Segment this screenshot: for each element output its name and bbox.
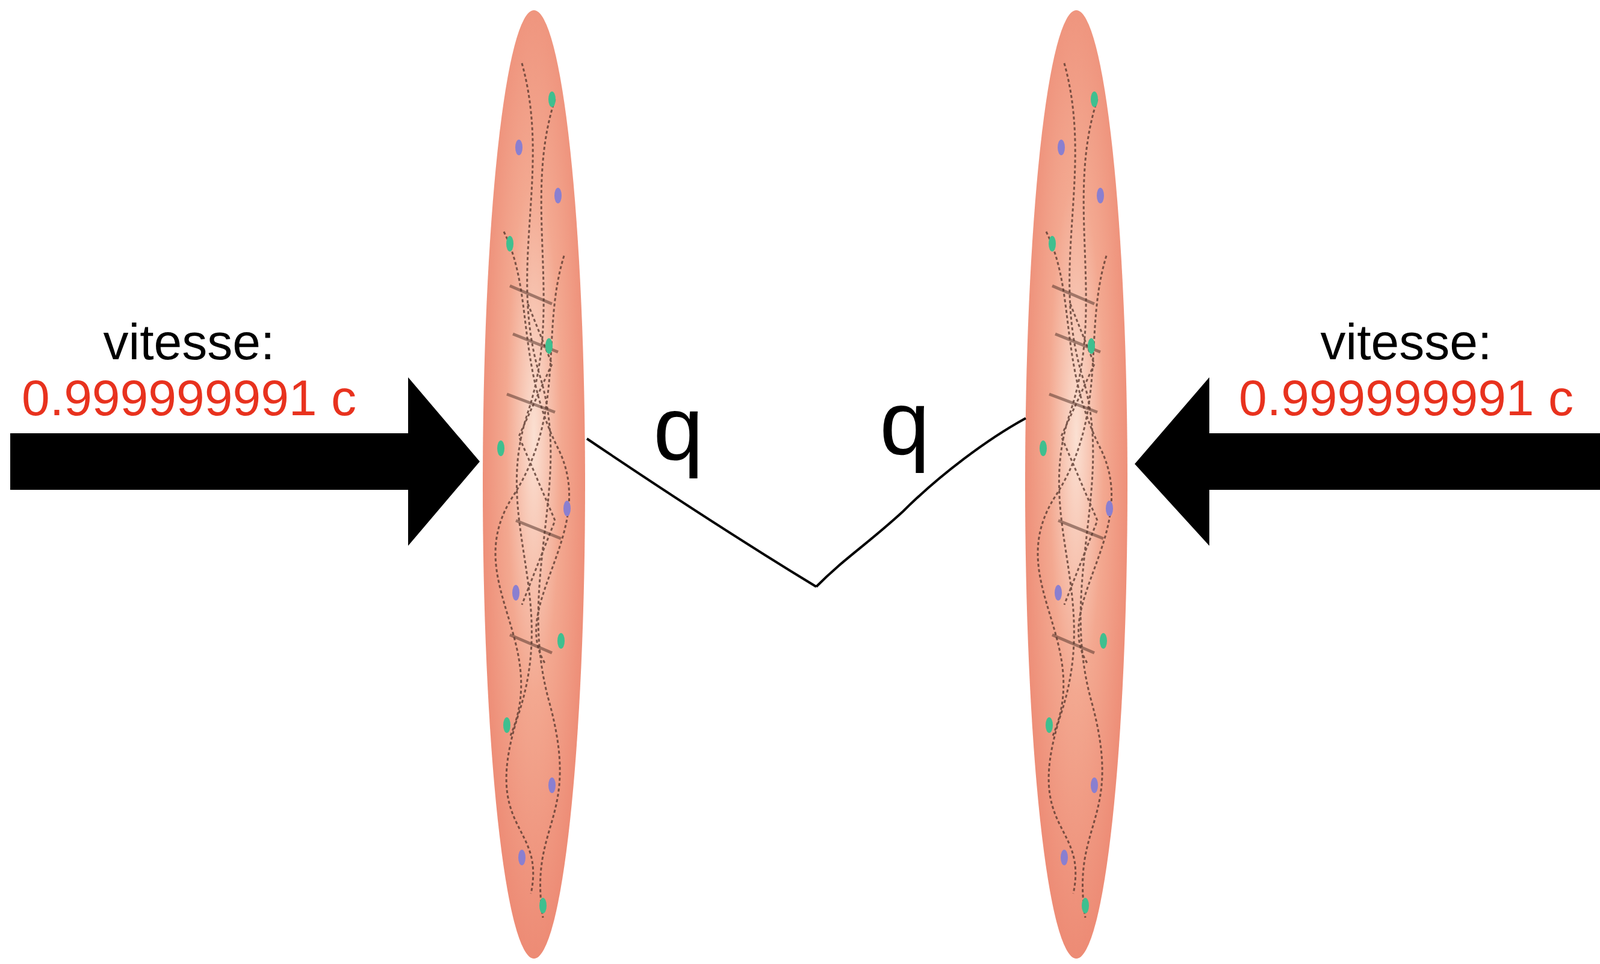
speed-caption: vitesse: [103,316,276,368]
speed-value: 0.999999991 c [21,372,357,424]
quark-label: q [879,378,930,469]
quark-label: q [653,383,704,474]
speed-value: 0.999999991 c [1238,372,1574,424]
speed-caption: vitesse: [1320,316,1493,368]
nucleus-left [482,10,586,959]
nucleus-right [1025,10,1128,959]
